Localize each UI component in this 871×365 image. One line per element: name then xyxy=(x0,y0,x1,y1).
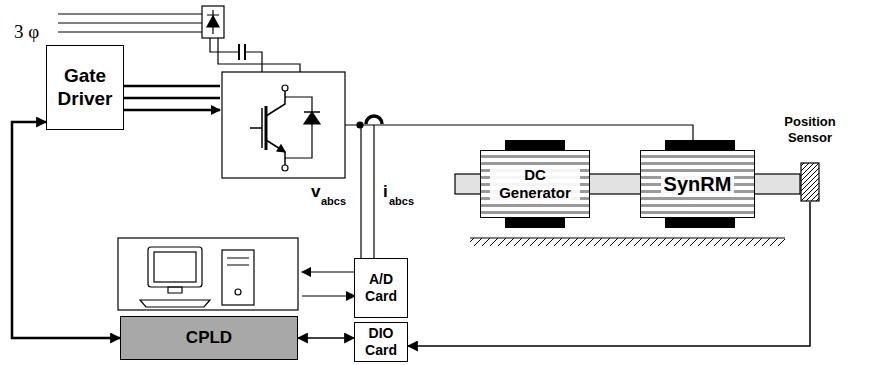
current-sense-wire xyxy=(373,125,374,258)
motor-supply-wire xyxy=(345,125,693,140)
node-label: Gate Driver xyxy=(50,65,120,111)
signal-subscript: abcs xyxy=(389,196,414,207)
signal-connector xyxy=(12,122,120,338)
cpld-box: CPLD xyxy=(120,316,298,360)
three-phase-supply-lines xyxy=(58,14,202,32)
signal-connector xyxy=(408,202,810,346)
node-label: CPLD xyxy=(186,328,232,348)
signal-connector xyxy=(298,337,354,339)
signal-subscript: abcs xyxy=(321,196,346,207)
three-phase-label: 3 φ xyxy=(14,22,39,41)
voltage-signal-name: v xyxy=(311,183,320,200)
dio-card-box: DIO Card xyxy=(354,322,408,362)
gate-driver-box: Gate Driver xyxy=(46,45,124,130)
ground-base xyxy=(470,238,785,246)
pc-bus-arrows xyxy=(302,272,355,296)
voltage-tap-dot xyxy=(357,122,363,128)
sensor-symbol xyxy=(800,162,820,202)
node-label: Position Sensor xyxy=(770,114,850,145)
current-signal-name: i xyxy=(383,183,388,200)
voltage-sense-wire xyxy=(360,128,361,258)
ad-card-box: A/D Card xyxy=(354,258,408,318)
node-label: DC Generator xyxy=(490,166,580,202)
dc-generator: DC Generator xyxy=(480,150,590,218)
node-label: DIO Card xyxy=(358,325,404,359)
position-sensor: Position Sensor xyxy=(766,114,854,202)
gate-signal-arrows xyxy=(124,86,220,110)
node-label: SynRM xyxy=(661,172,735,196)
pc-illustration xyxy=(118,238,298,310)
rectifier-symbol xyxy=(202,6,224,38)
dc-bus-wires xyxy=(210,38,300,72)
inverter-igbt-symbol xyxy=(222,72,345,178)
synrm-motor: SynRM xyxy=(640,150,755,218)
capacitor-symbol xyxy=(239,44,245,60)
current-sensor-symbol xyxy=(366,116,382,124)
node-label: A/D Card xyxy=(358,271,404,305)
